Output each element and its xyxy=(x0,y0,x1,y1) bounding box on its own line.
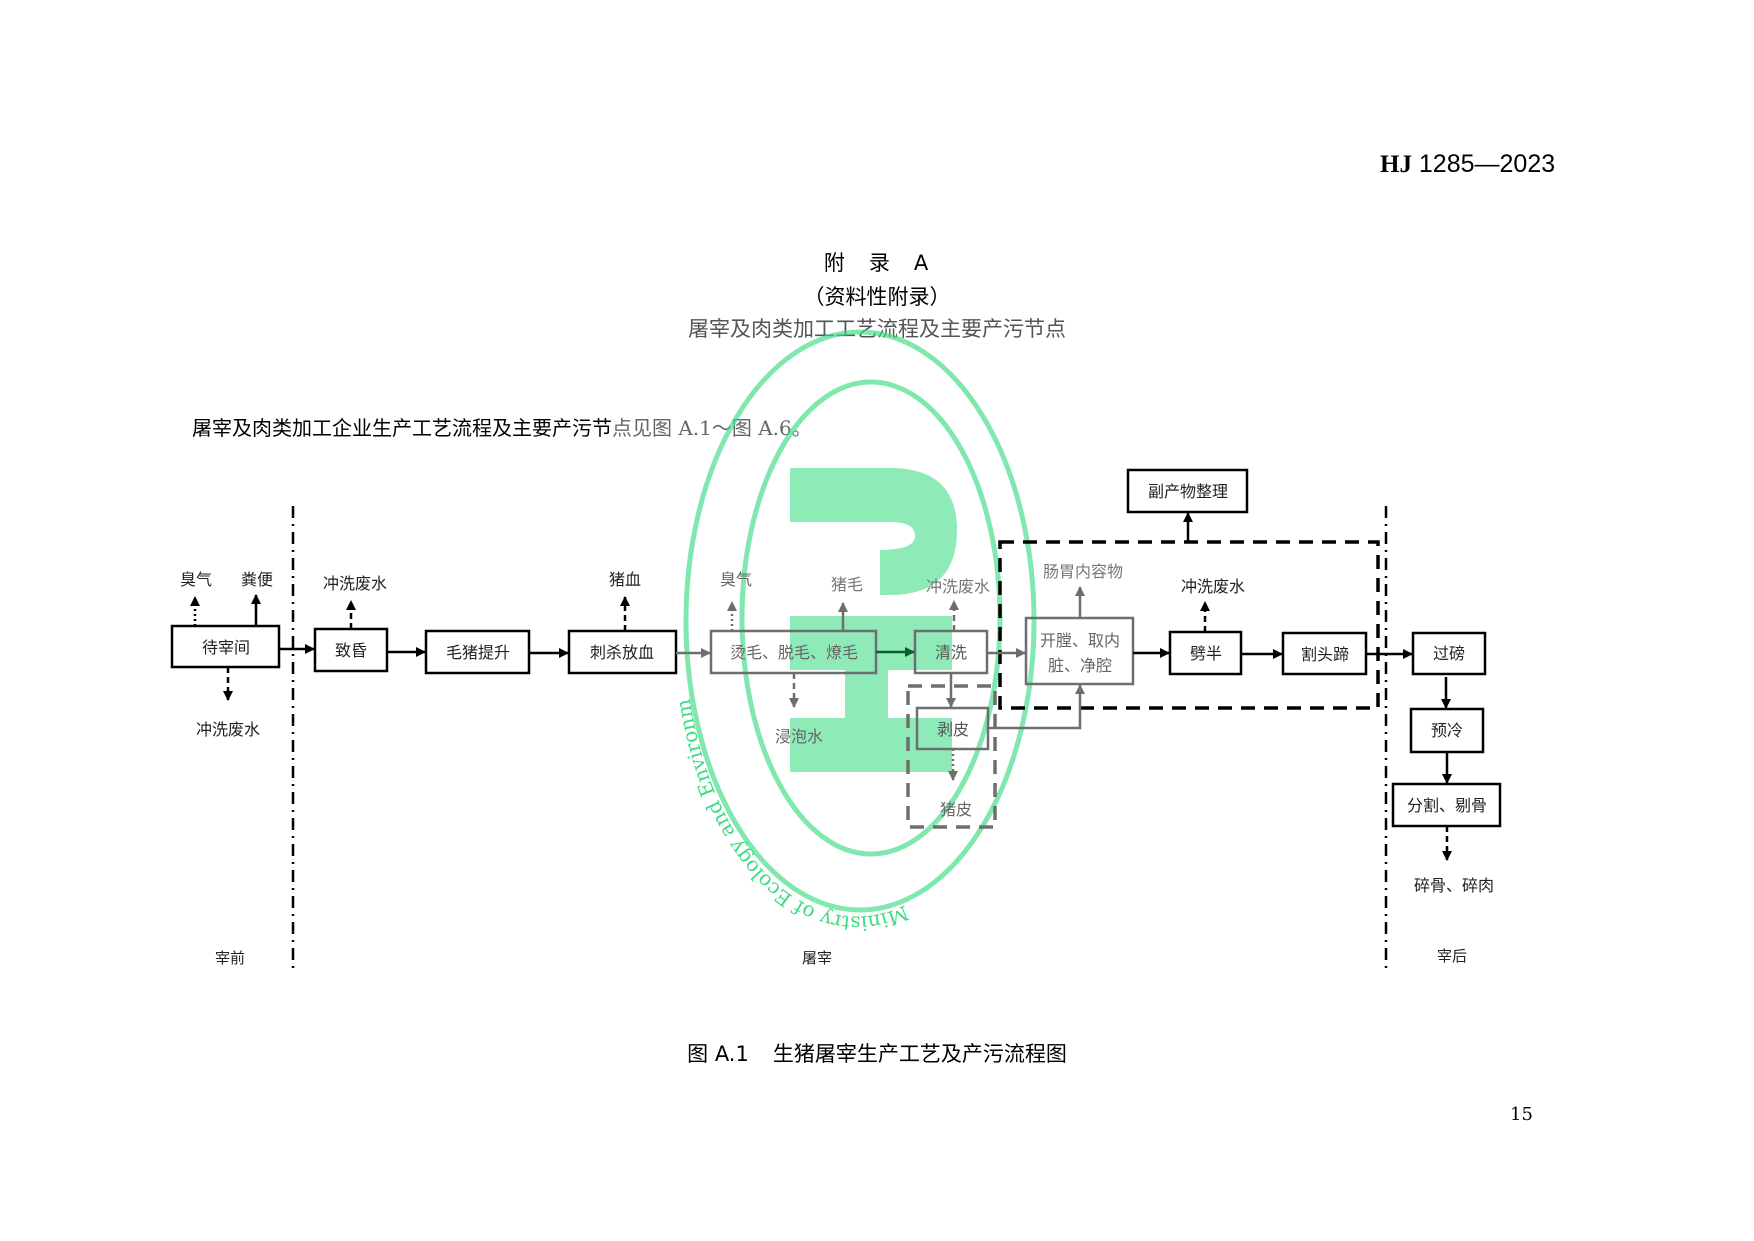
step-label-evisceration-1: 开膛、取内 xyxy=(1040,631,1120,650)
step-label-washing: 清洗 xyxy=(935,643,967,662)
output-label-scraps: 碎骨、碎肉 xyxy=(1414,876,1494,895)
step-label-cutting: 分割、剔骨 xyxy=(1407,796,1487,815)
output-label-blood: 猪血 xyxy=(609,570,641,589)
step-box-holding-pen xyxy=(170,624,281,669)
step-label-weighing: 过磅 xyxy=(1433,644,1465,663)
appendix-label-b: 录 xyxy=(868,251,892,275)
step-label-evisceration-2: 脏、净腔 xyxy=(1048,656,1112,675)
step-box-weighing xyxy=(1411,631,1487,676)
step-label-scalding: 烫毛、脱毛、燎毛 xyxy=(730,643,858,662)
step-label-byproduct: 副产物整理 xyxy=(1148,482,1228,501)
intro-text-tail: 点见图 A.1～图 A.6。 xyxy=(612,416,812,440)
zone-label-slaughter: 屠宰 xyxy=(802,949,832,967)
step-label-sticking: 刺杀放血 xyxy=(590,643,654,662)
standard-code: HJ 1285—2023 xyxy=(1380,150,1555,179)
intro-text: 屠宰及肉类加工企业生产工艺流程及主要产污节 xyxy=(192,416,612,440)
watermark-text: Ministry of Ecology and Environment xyxy=(0,0,912,936)
output-label-odor-1: 臭气 xyxy=(180,570,212,589)
output-label-gut-contents: 肠胃内容物 xyxy=(1043,562,1123,581)
output-label-manure: 粪便 xyxy=(241,570,273,589)
figure-caption: 图 A.1 生猪屠宰生产工艺及产污流程图 xyxy=(0,1038,1754,1068)
output-label-hair: 猪毛 xyxy=(831,575,863,594)
output-label-wash-1: 冲洗废水 xyxy=(196,720,260,739)
zone-label-pre: 宰前 xyxy=(215,949,245,967)
watermark-outer-ring xyxy=(683,329,1037,913)
output-label-odor-2: 臭气 xyxy=(720,570,752,589)
step-label-chilling: 预冷 xyxy=(1431,721,1463,740)
output-label-wash-3: 冲洗废水 xyxy=(926,577,990,596)
appendix-title: 屠宰及肉类加工工艺流程及主要产污节点 xyxy=(688,317,1066,341)
step-label-holding-pen: 待宰间 xyxy=(202,638,250,657)
standard-prefix: HJ xyxy=(1380,151,1412,178)
appendix-label-c: A xyxy=(913,251,931,275)
step-label-head-hoof: 割头蹄 xyxy=(1301,645,1349,664)
appendix-type: （资料性附录） xyxy=(803,285,951,309)
watermark-logo-top xyxy=(790,468,957,595)
flow-arrow-skinning-to-evisceration xyxy=(988,684,1085,730)
figure-number: 图 A.1 xyxy=(687,1042,749,1066)
step-label-splitting: 劈半 xyxy=(1190,644,1222,663)
step-label-hoisting: 毛猪提升 xyxy=(446,643,510,662)
intro-paragraph: 屠宰及肉类加工企业生产工艺流程及主要产污节点见图 A.1～图 A.6。 xyxy=(192,412,812,441)
output-label-wash-4: 冲洗废水 xyxy=(1181,577,1245,596)
step-label-stunning: 致昏 xyxy=(335,641,367,660)
zone-label-post: 宰后 xyxy=(1437,947,1467,965)
step-label-skinning: 剥皮 xyxy=(937,720,969,739)
standard-number: 1285—2023 xyxy=(1418,150,1556,178)
appendix-label-a: 附 xyxy=(823,251,847,275)
page-number: 15 xyxy=(1510,1104,1533,1125)
output-label-wash-2: 冲洗废水 xyxy=(323,574,387,593)
figure-title: 生猪屠宰生产工艺及产污流程图 xyxy=(772,1042,1067,1066)
output-label-soak-water: 浸泡水 xyxy=(775,727,823,746)
output-label-pig-skin: 猪皮 xyxy=(940,800,972,819)
